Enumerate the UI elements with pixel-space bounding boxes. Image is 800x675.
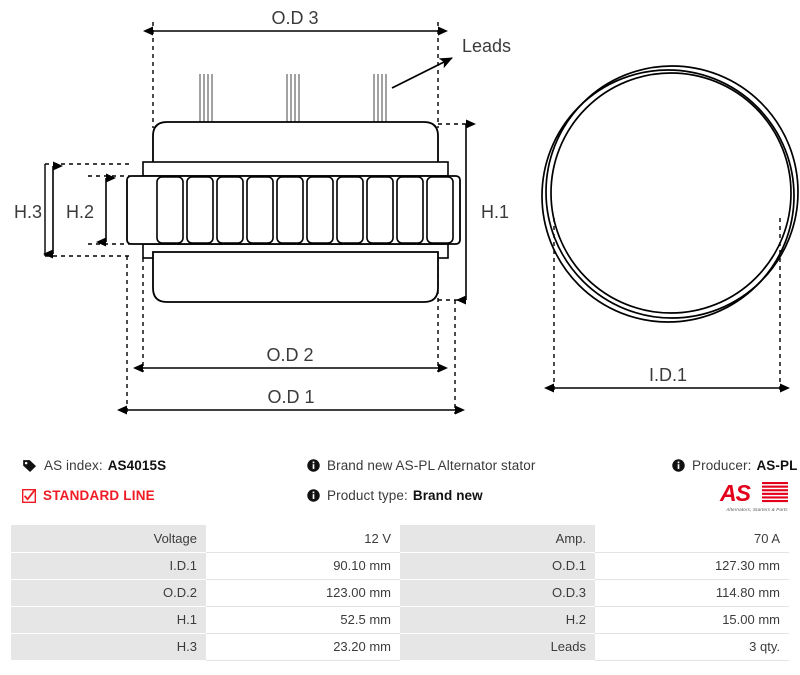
spec-value: 70 A	[595, 525, 789, 553]
spec-label: I.D.1	[11, 552, 206, 580]
spec-label: O.D.3	[400, 579, 595, 607]
specifications-table-body: Voltage 12 V Amp. 70 A I.D.1 90.10 mm O.…	[11, 525, 789, 661]
spec-label: Leads	[400, 633, 595, 661]
dimension-label-od2: O.D 2	[266, 345, 313, 365]
spec-value: 90.10 mm	[206, 552, 400, 580]
dimension-label-h1: H.1	[481, 202, 509, 222]
spec-value: 23.20 mm	[206, 633, 400, 661]
stator-end-view: I.D.1	[541, 65, 799, 393]
table-row: O.D.2 123.00 mm O.D.3 114.80 mm	[11, 579, 789, 607]
spec-label: Voltage	[11, 525, 206, 553]
description-row: Brand new AS-PL Alternator stator	[307, 458, 535, 473]
spec-label: H.2	[400, 606, 595, 634]
dimension-label-h2: H.2	[66, 202, 94, 222]
spec-value: 114.80 mm	[595, 579, 789, 607]
dimension-label-od3: O.D 3	[271, 8, 318, 28]
stator-side-view: O.D 3 Leads H.1 H.3 H.2 O.D 2 O.D 1	[14, 8, 511, 415]
tag-icon	[22, 459, 37, 473]
spec-value: 123.00 mm	[206, 579, 400, 607]
spec-value: 15.00 mm	[595, 606, 789, 634]
as-index-value: AS4015S	[107, 458, 167, 473]
checkbox-checked-icon	[22, 488, 36, 503]
lead-wires	[199, 74, 387, 124]
table-row: H.3 23.20 mm Leads 3 qty.	[11, 633, 789, 661]
producer-label: Producer:	[692, 458, 752, 473]
product-type-row: Product type: Brand new	[307, 488, 483, 503]
dimension-label-od1: O.D 1	[267, 387, 314, 407]
spec-label: O.D.1	[400, 552, 595, 580]
table-row: Voltage 12 V Amp. 70 A	[11, 525, 789, 553]
as-index-label: AS index:	[44, 458, 103, 473]
product-info-block: AS index: AS4015S STANDARD LINE Brand ne…	[0, 452, 800, 520]
info-icon	[307, 489, 320, 502]
witness-lines-id1	[553, 218, 781, 392]
spec-value: 12 V	[206, 525, 400, 553]
producer-row: Producer: AS-PL	[672, 458, 797, 473]
ring-inner-circle	[545, 65, 799, 319]
as-index-row: AS index: AS4015S	[22, 458, 166, 473]
stator-teeth	[156, 176, 454, 244]
producer-value: AS-PL	[756, 458, 798, 473]
ring-outer-circle	[541, 69, 795, 323]
svg-text:AS: AS	[719, 480, 752, 506]
product-type-value: Brand new	[412, 488, 483, 503]
spec-value: 127.30 mm	[595, 552, 789, 580]
lower-winding-body	[152, 251, 439, 303]
spec-value: 52.5 mm	[206, 606, 400, 634]
upper-winding-body	[152, 121, 439, 169]
dimension-label-id1: I.D.1	[649, 365, 687, 385]
leads-pointer	[391, 57, 453, 89]
info-icon	[672, 459, 685, 472]
spec-label: O.D.2	[11, 579, 206, 607]
as-pl-logo-mark: AS	[719, 480, 788, 506]
dimension-label-leads: Leads	[462, 36, 511, 56]
table-row: H.1 52.5 mm H.2 15.00 mm	[11, 606, 789, 634]
info-icon	[307, 459, 320, 472]
spec-label: H.3	[11, 633, 206, 661]
technical-drawing: O.D 3 Leads H.1 H.3 H.2 O.D 2 O.D 1	[14, 8, 799, 415]
spec-label: H.1	[11, 606, 206, 634]
as-pl-logo: AS Alternators, Starters & Parts	[718, 480, 796, 516]
ring-bore-circle	[550, 72, 792, 314]
as-pl-logo-tagline: Alternators, Starters & Parts	[726, 507, 788, 512]
product-type-label: Product type:	[327, 488, 408, 503]
upper-flange	[142, 161, 449, 177]
description-text: Brand new AS-PL Alternator stator	[327, 458, 536, 473]
standard-line-row: STANDARD LINE	[22, 488, 155, 503]
spec-value: 3 qty.	[595, 633, 789, 661]
dimension-label-h3: H.3	[14, 202, 42, 222]
table-row: I.D.1 90.10 mm O.D.1 127.30 mm	[11, 552, 789, 580]
specifications-table: Voltage 12 V Amp. 70 A I.D.1 90.10 mm O.…	[11, 525, 789, 661]
spec-label: Amp.	[400, 525, 595, 553]
standard-line-label: STANDARD LINE	[43, 488, 155, 503]
